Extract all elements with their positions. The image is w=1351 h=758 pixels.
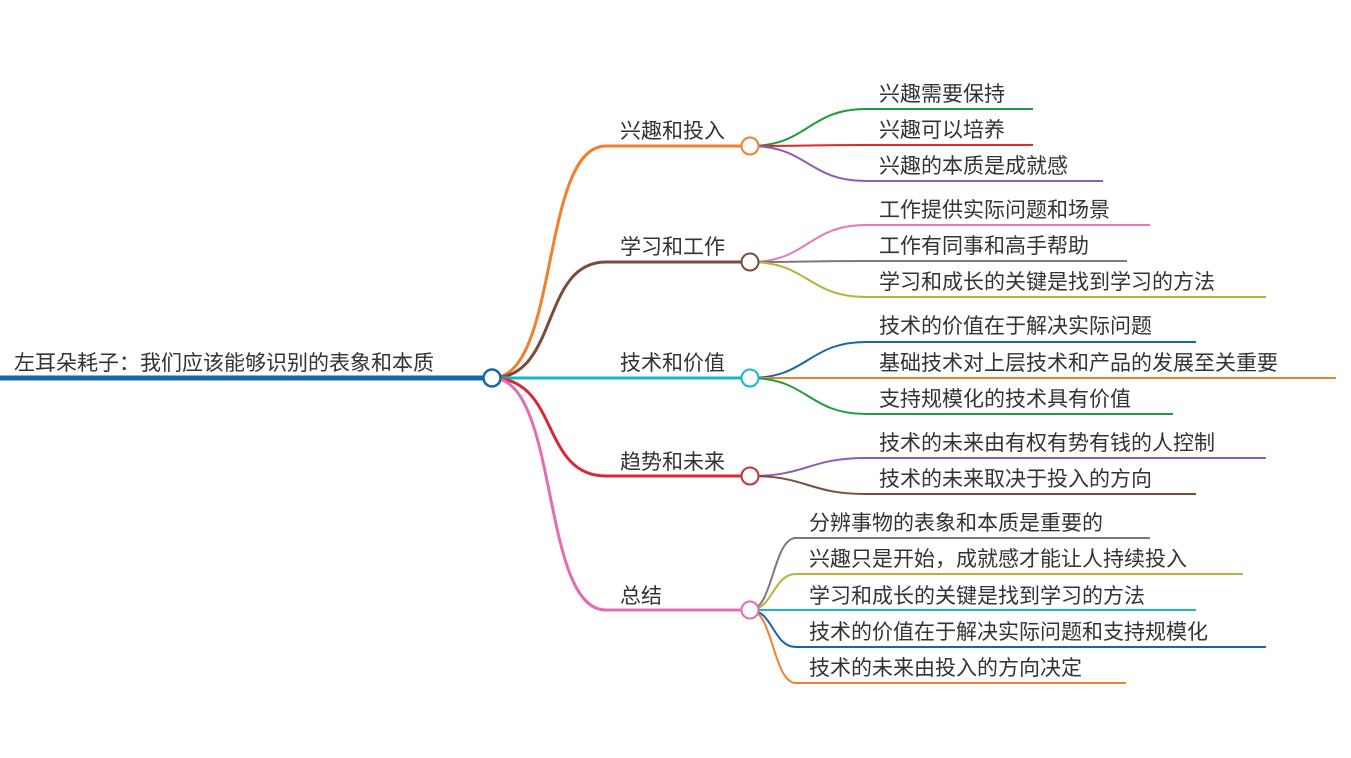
leaf-connector [749, 144, 867, 147]
leaf-label[interactable]: 学习和成长的关键是找到学习的方法 [879, 270, 1215, 294]
leaf-connector [749, 377, 867, 415]
branch-label-learning[interactable]: 学习和工作 [620, 235, 725, 259]
root-topic-label[interactable]: 左耳朵耗子：我们应该能够识别的表象和本质 [14, 351, 434, 375]
leaf-label[interactable]: 技术的未来取决于投入的方向 [879, 467, 1152, 491]
branch-label-summary[interactable]: 总结 [620, 584, 662, 608]
leaf-label[interactable]: 技术的价值在于解决实际问题和支持规模化 [809, 620, 1208, 644]
branch-label-tech-value[interactable]: 技术和价值 [620, 351, 725, 375]
branch-node-circle [740, 600, 760, 620]
branch-node-circle [740, 136, 760, 156]
branch-connector [491, 144, 607, 380]
leaf-connector [749, 341, 867, 379]
leaf-label[interactable]: 技术的未来由有权有势有钱的人控制 [879, 431, 1215, 455]
leaf-label[interactable]: 技术的价值在于解决实际问题 [879, 314, 1152, 338]
leaf-label[interactable]: 技术的未来由投入的方向决定 [809, 656, 1082, 680]
leaf-connector [749, 260, 867, 263]
leaf-label[interactable]: 支持规模化的技术具有价值 [879, 387, 1131, 411]
leaf-label[interactable]: 分辨事物的表象和本质是重要的 [809, 511, 1103, 535]
branch-node-circle [740, 252, 760, 272]
branch-label-trend[interactable]: 趋势和未来 [620, 450, 725, 474]
leaf-label[interactable]: 兴趣需要保持 [879, 82, 1005, 106]
leaf-connector [749, 224, 867, 263]
leaf-connector [749, 145, 867, 182]
branch-connector [491, 260, 607, 380]
leaf-connector [749, 537, 797, 611]
leaf-label[interactable]: 工作有同事和高手帮助 [879, 234, 1089, 258]
branch-connector [491, 376, 607, 612]
branch-connector [491, 376, 607, 478]
leaf-connector [749, 475, 867, 495]
leaf-label[interactable]: 兴趣只是开始，成就感才能让人持续投入 [809, 547, 1187, 571]
leaf-label[interactable]: 工作提供实际问题和场景 [879, 198, 1110, 222]
leaf-label[interactable]: 学习和成长的关键是找到学习的方法 [809, 584, 1145, 608]
branch-node-circle [740, 368, 760, 388]
leaf-label[interactable]: 基础技术对上层技术和产品的发展至关重要 [879, 351, 1278, 375]
leaf-connector [749, 108, 867, 147]
branch-label-interest[interactable]: 兴趣和投入 [620, 119, 725, 143]
leaf-connector [749, 457, 867, 477]
root-node-circle [482, 368, 502, 388]
branch-node-circle [740, 466, 760, 486]
leaf-label[interactable]: 兴趣可以培养 [879, 118, 1005, 142]
leaf-label[interactable]: 兴趣的本质是成就感 [879, 154, 1068, 178]
leaf-connector [749, 261, 867, 298]
